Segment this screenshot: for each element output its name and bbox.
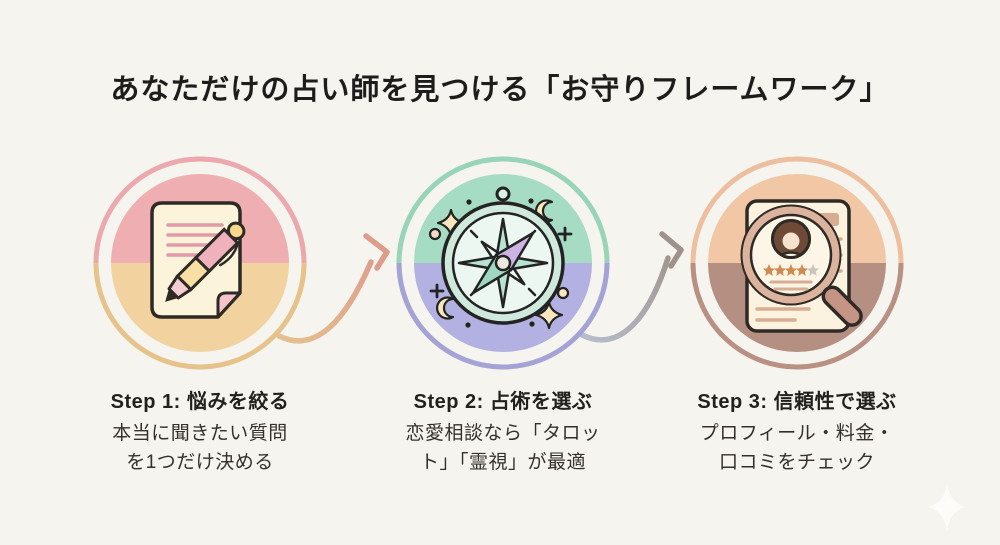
step-1-column: Step 1: 悩みを絞る 本当に聞きたい質問 を1つだけ決める [50, 148, 350, 478]
step-3-title: Step 3: 信頼性で選ぶ [697, 391, 897, 413]
corner-sparkle-icon [928, 483, 966, 531]
step-2-title: Step 2: 占術を選ぶ [413, 391, 593, 413]
avatar [771, 219, 811, 259]
step-1-title: Step 1: 悩みを絞る [110, 391, 290, 413]
step-2-column: Step 2: 占術を選ぶ 恋愛相談なら「タロッ ト」「霊視」が最適 [353, 148, 653, 478]
page-title: あなただけの占い師を見つける「お守りフレームワーク」 [110, 74, 890, 106]
step-3-column: Step 3: 信頼性で選ぶ プロフィール・料金・ 口コミをチェック [647, 148, 947, 478]
note-pen-icon [93, 156, 307, 370]
step-2-description: 恋愛相談なら「タロッ ト」「霊視」が最適 [405, 423, 601, 474]
step-1-description: 本当に聞きたい質問 を1つだけ決める [112, 423, 288, 474]
magnifier-profile-icon [690, 156, 904, 370]
compass-icon [396, 156, 610, 370]
celestial-decorations-icon [428, 198, 573, 330]
step-3-description: プロフィール・料金・ 口コミをチェック [699, 423, 895, 474]
